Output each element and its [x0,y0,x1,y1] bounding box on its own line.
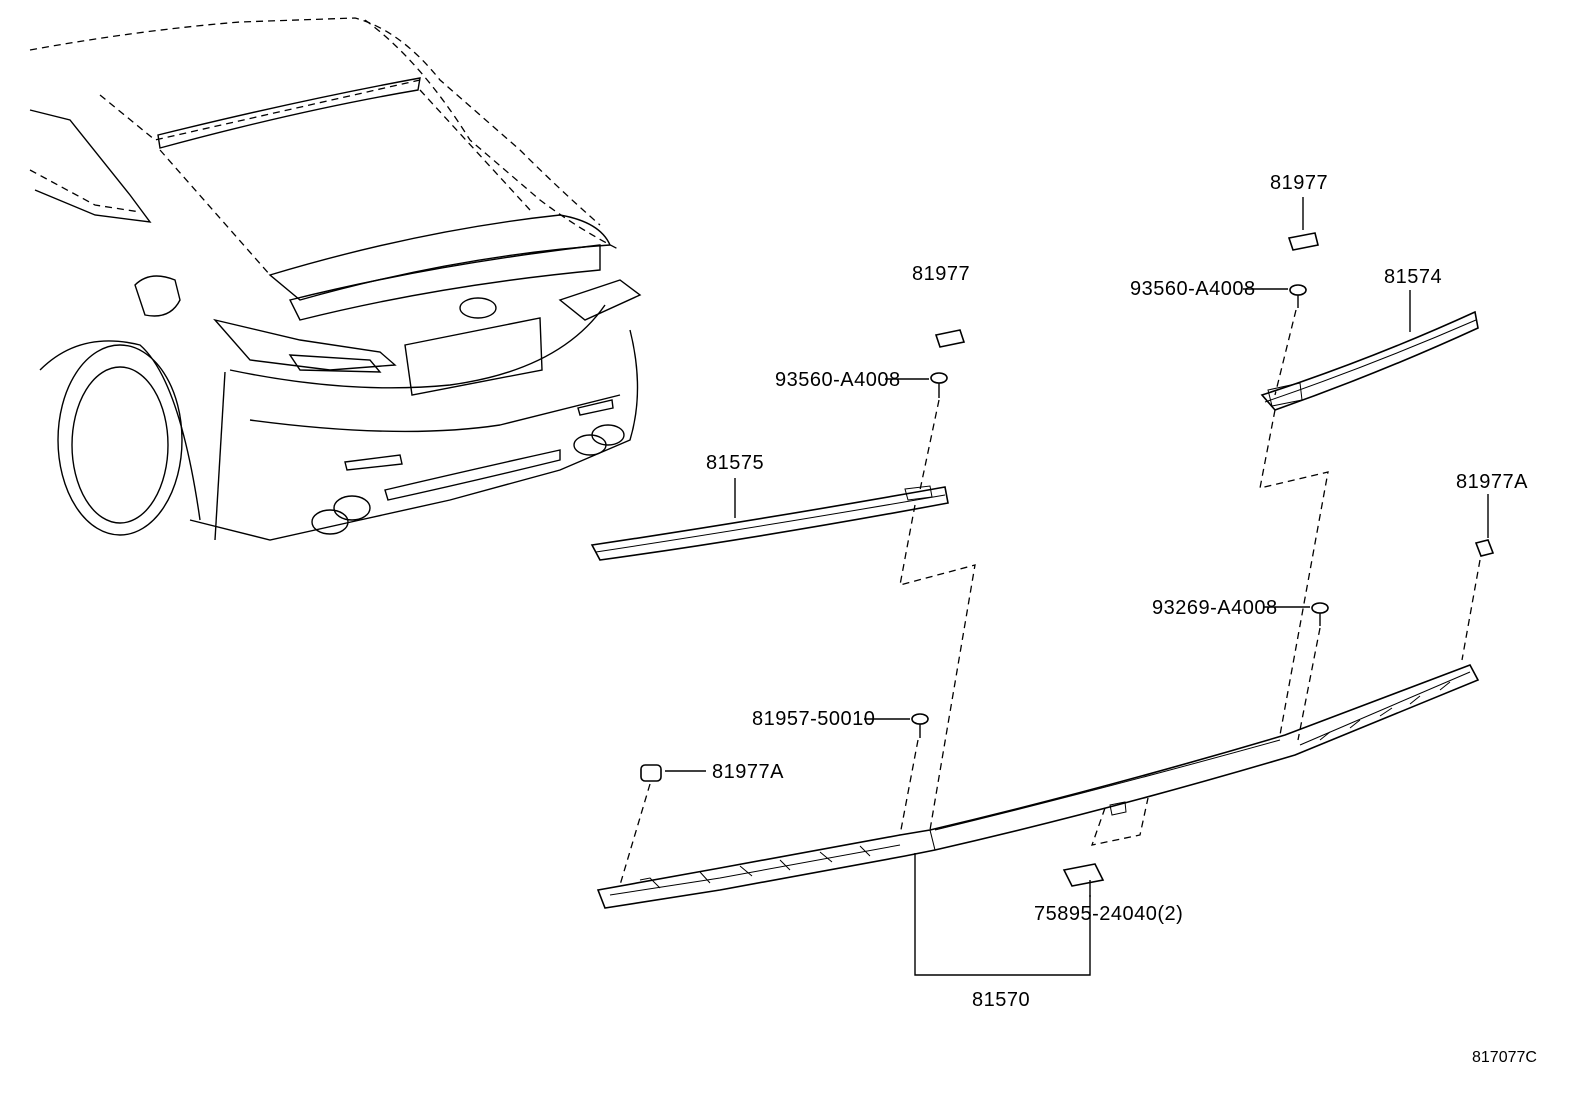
label-screw-right-lower: 93269-A4008 [1152,597,1278,619]
screw-icon [930,372,948,398]
clip-icon [1287,232,1319,251]
nut-icon [640,764,662,782]
diagram-code: 817077C [1472,1049,1537,1066]
label-moulding-left: 81575 [706,452,764,474]
clip-icon [934,329,966,348]
screw-icon [1289,284,1307,308]
moulding-81575 [590,485,949,561]
label-moulding-right: 81574 [1384,266,1442,288]
label-nut-left: 81957-50010 [752,708,875,730]
label-screw-left-top: 93560-A4008 [775,369,901,391]
label-screw-right-top: 93560-A4008 [1130,278,1256,300]
lamp-assembly-81570 [596,664,1480,909]
label-tape: 75895-24040(2) [1034,903,1183,925]
moulding-81574 [1260,310,1479,411]
label-clip-right-top: 81977 [1270,172,1328,194]
label-leaders [665,197,1489,897]
label-clip-right-side: 81977A [1456,471,1528,493]
label-lamp-assembly: 81570 [972,989,1030,1011]
clip-icon [1474,539,1495,557]
leader-81570 [914,853,1091,976]
label-clip-left-lower: 81977A [712,761,784,783]
car-rear-outline-icon [29,17,642,541]
label-clip-left-top: 81977 [912,263,970,285]
screw-icon [1311,602,1329,626]
assembly-lines [619,309,1481,886]
tape-75895 [1062,863,1105,887]
nut-icon [911,713,929,738]
